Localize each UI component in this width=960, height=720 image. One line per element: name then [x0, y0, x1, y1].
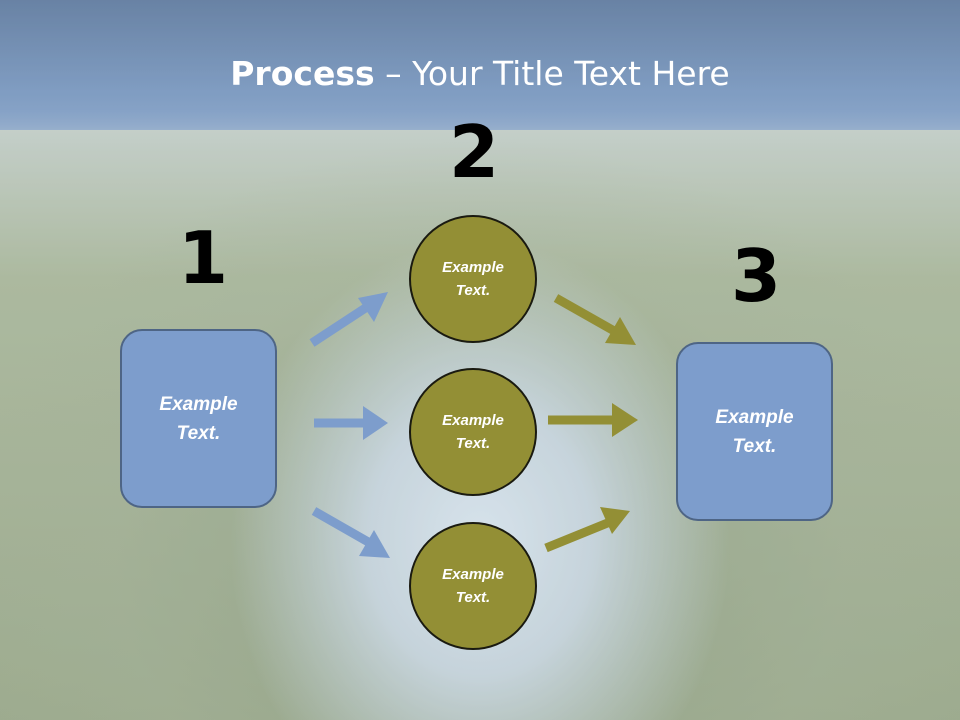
arrow-circle-bottom-to-box3 [544, 507, 630, 553]
arrow-circle-middle-to-box3 [548, 403, 638, 437]
arrow-box1-to-circle-middle [314, 406, 388, 440]
arrow-box1-to-circle-top [309, 292, 388, 347]
arrow-box1-to-circle-bottom [311, 507, 390, 558]
arrow-circle-top-to-box3 [553, 294, 636, 345]
title-bold: Process [230, 54, 375, 93]
circle-top-label: Example Text. [442, 259, 504, 299]
step-number-1: 1 [178, 216, 229, 300]
circle-middle[interactable]: Example Text. [409, 368, 537, 496]
step-number-3: 3 [731, 234, 782, 318]
circle-bottom[interactable]: Example Text. [409, 522, 537, 650]
step-1-label: Example Text. [159, 393, 238, 444]
slide-title: Process – Your Title Text Here [0, 52, 960, 96]
title-rest: – Your Title Text Here [374, 54, 730, 93]
step-1-box[interactable]: Example Text. [120, 329, 277, 508]
step-3-label: Example Text. [715, 406, 794, 457]
step-3-box[interactable]: Example Text. [676, 342, 833, 521]
circle-bottom-label: Example Text. [442, 566, 504, 606]
circle-top[interactable]: Example Text. [409, 215, 537, 343]
sky-band [0, 0, 960, 135]
step-number-2: 2 [449, 110, 500, 194]
circle-middle-label: Example Text. [442, 412, 504, 452]
